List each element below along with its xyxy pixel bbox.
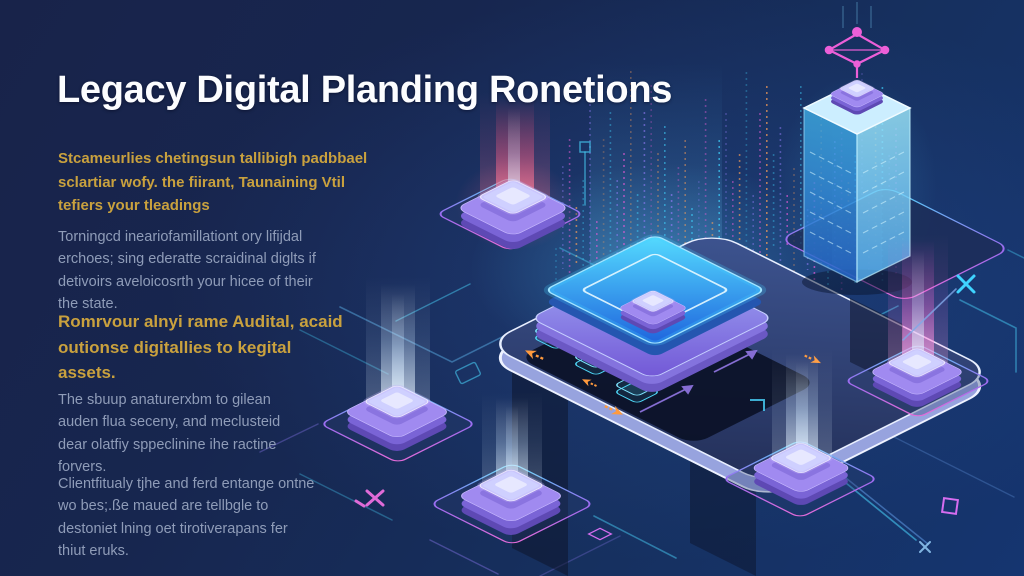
data-tower-icon bbox=[802, 78, 912, 284]
purple-chip-node-bottom bbox=[433, 392, 591, 544]
purple-chip-node-right bbox=[725, 348, 875, 517]
paragraph-4: The sbuup anaturerxbm to gilean auden fl… bbox=[58, 391, 281, 476]
paragraph-5: Clientfitualy tjhe and ferd entange ontn… bbox=[58, 475, 315, 560]
central-platform bbox=[498, 234, 982, 493]
bracket-glyph bbox=[750, 399, 765, 411]
blue-chip-node bbox=[323, 276, 473, 462]
giant-processor-chip bbox=[543, 234, 767, 356]
page-title: Legacy Digital Planding Ronetions bbox=[57, 69, 673, 112]
paragraph-1: Stcameurlies chetingsun tallibigh padbba… bbox=[58, 150, 368, 215]
paragraph-2: Torningcd ineariofamillationt ory lifijd… bbox=[58, 228, 316, 313]
x-mark-icon bbox=[919, 541, 931, 553]
foreground-glyphs bbox=[354, 274, 976, 553]
light-beam-pink bbox=[888, 234, 948, 368]
x-mark-icon bbox=[354, 489, 385, 508]
square-node-icon bbox=[587, 527, 613, 541]
x-mark-icon bbox=[956, 274, 976, 294]
network-node-icon bbox=[824, 2, 890, 78]
arrow-icon bbox=[639, 349, 758, 413]
paragraph-3: Romrvour alnyi rame Audital, acaid outio… bbox=[58, 312, 343, 382]
square-node-icon bbox=[940, 496, 960, 516]
pink-beam-chip-node bbox=[847, 234, 989, 417]
red-chip-node bbox=[439, 92, 581, 251]
